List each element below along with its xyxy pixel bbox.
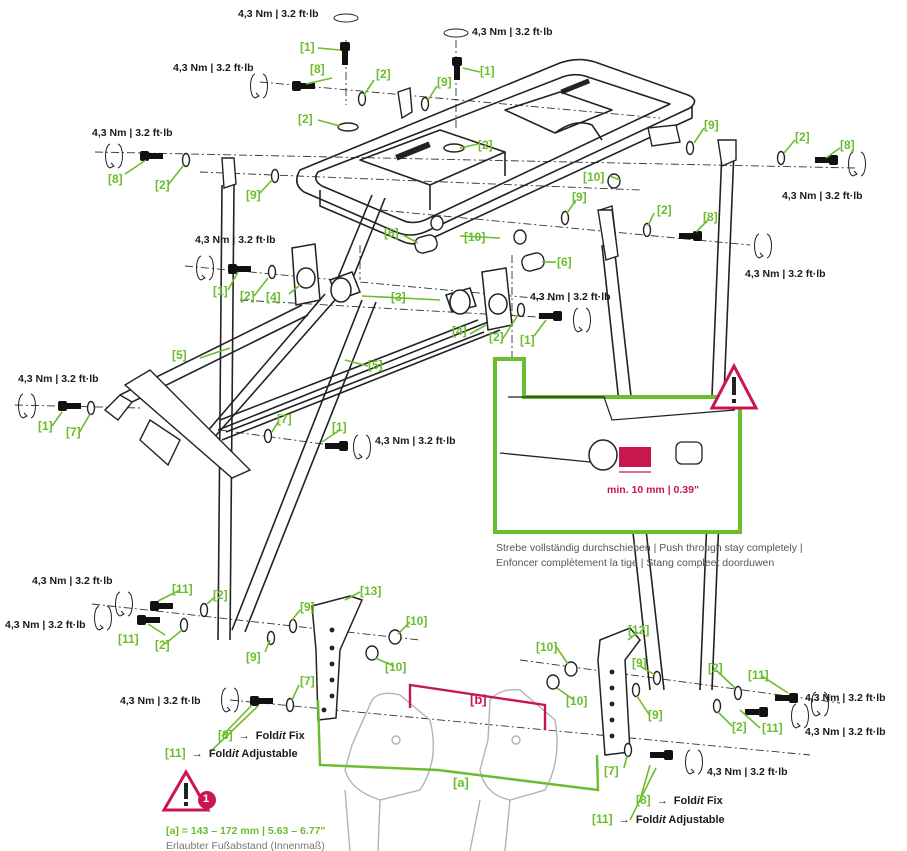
part-label-4: [4] xyxy=(452,324,467,338)
fold-adjustable-note: [11] → Foldit Adjustable xyxy=(592,812,725,826)
part-label-10: [10] xyxy=(566,694,588,708)
part-label-2: [2] xyxy=(376,67,391,81)
part-label-6: [6] xyxy=(557,255,572,269)
foot-distance-note: Erlaubter Fußabstand (Innenmaß) xyxy=(166,840,325,851)
part-label-9: [9] xyxy=(246,188,261,202)
torque-label: 4,3 Nm | 3.2 ft·lb xyxy=(32,575,113,587)
part-label-12: [12] xyxy=(628,623,650,637)
part-label-11: [11] xyxy=(165,746,186,760)
part-label-8: [8] xyxy=(310,62,325,76)
part-label-5: [5] xyxy=(172,348,187,362)
part-label-10: [10] xyxy=(385,660,407,674)
min-insertion-label: min. 10 mm | 0.39" xyxy=(607,484,699,496)
part-label-9: [9] xyxy=(572,190,587,204)
torque-label: 4,3 Nm | 3.2 ft·lb xyxy=(18,373,99,385)
part-label-7: [7] xyxy=(604,764,619,778)
part-label-2: [2] xyxy=(213,588,228,602)
part-label-2: [2] xyxy=(478,138,493,152)
part-label-9: [9] xyxy=(246,650,261,664)
part-label-2: [2] xyxy=(708,661,723,675)
fold-adjustable-note: [11] → Foldit Adjustable xyxy=(165,746,298,760)
part-label-1: [1] xyxy=(38,419,53,433)
part-label-3: [3] xyxy=(391,290,406,304)
part-label-2: [2] xyxy=(657,203,672,217)
part-label-2: [2] xyxy=(155,178,170,192)
part-label-1: [1] xyxy=(332,420,347,434)
part-label-8: [8] xyxy=(840,138,855,152)
torque-label: 4,3 Nm | 3.2 ft·lb xyxy=(375,435,456,447)
torque-label: 4,3 Nm | 3.2 ft·lb xyxy=(238,8,319,20)
part-label-9: [9] xyxy=(300,600,315,614)
part-label-8: [8] xyxy=(703,210,718,224)
part-label-11: [11] xyxy=(172,582,193,596)
torque-label: 4,3 Nm | 3.2 ft·lb xyxy=(745,268,826,280)
part-label-8: [8] xyxy=(636,793,651,807)
part-label-2: [2] xyxy=(489,330,504,344)
part-label-9: [9] xyxy=(437,75,452,89)
part-label-13: [13] xyxy=(360,584,382,598)
part-label-10: [10] xyxy=(406,614,428,628)
part-label-10: [10] xyxy=(536,640,558,654)
part-label-10: [10] xyxy=(583,170,605,184)
part-label-2: [2] xyxy=(795,130,810,144)
part-label-2: [2] xyxy=(732,720,747,734)
inset-caption: Strebe vollständig durchschieben | Push … xyxy=(496,542,803,569)
part-label-7: [7] xyxy=(66,425,81,439)
part-label-1: [1] xyxy=(300,40,315,54)
part-label-2: [2] xyxy=(240,289,255,303)
part-label-11: [11] xyxy=(748,668,769,682)
part-label-7: [7] xyxy=(277,412,292,426)
torque-label: 4,3 Nm | 3.2 ft·lb xyxy=(805,692,886,704)
part-label-7: [7] xyxy=(300,674,315,688)
torque-label: 4,3 Nm | 3.2 ft·lb xyxy=(173,62,254,74)
part-label-2: [2] xyxy=(298,112,313,126)
fold-fix-note: [8] → Foldit Fix xyxy=(636,793,723,807)
part-label-9: [9] xyxy=(648,708,663,722)
part-label-8: [8] xyxy=(108,172,123,186)
part-label-11: [11] xyxy=(762,721,783,735)
part-label-10: [10] xyxy=(464,230,486,244)
part-label-11: [11] xyxy=(592,812,613,826)
torque-label: 4,3 Nm | 3.2 ft·lb xyxy=(195,234,276,246)
warning-number: 1 xyxy=(203,793,210,805)
torque-label: 4,3 Nm | 3.2 ft·lb xyxy=(530,291,611,303)
part-label-4: [4] xyxy=(266,290,281,304)
part-label-9: [9] xyxy=(704,118,719,132)
part-label-1: [1] xyxy=(480,64,495,78)
part-label-b: [b] xyxy=(470,692,487,707)
part-label-6: [6] xyxy=(384,226,399,240)
torque-label: 4,3 Nm | 3.2 ft·lb xyxy=(707,766,788,778)
torque-label: 4,3 Nm | 3.2 ft·lb xyxy=(5,619,86,631)
part-label-a: [a] xyxy=(453,775,469,790)
foot-distance-range: [a] = 143 – 172 mm | 5.63 – 6.77" xyxy=(166,825,326,837)
fold-fix-note: [8] → Foldit Fix xyxy=(218,728,305,742)
torque-label: 4,3 Nm | 3.2 ft·lb xyxy=(472,26,553,38)
part-label-11: [11] xyxy=(118,632,139,646)
part-label-9: [9] xyxy=(632,656,647,670)
part-label-1: [1] xyxy=(520,333,535,347)
part-label-5: [5] xyxy=(368,358,383,372)
part-label-2: [2] xyxy=(155,638,170,652)
torque-label: 4,3 Nm | 3.2 ft·lb xyxy=(782,190,863,202)
part-label-8: [8] xyxy=(218,728,233,742)
torque-label: 4,3 Nm | 3.2 ft·lb xyxy=(120,695,201,707)
part-label-1: [1] xyxy=(213,284,228,298)
torque-label: 4,3 Nm | 3.2 ft·lb xyxy=(92,127,173,139)
torque-label: 4,3 Nm | 3.2 ft·lb xyxy=(805,726,886,738)
